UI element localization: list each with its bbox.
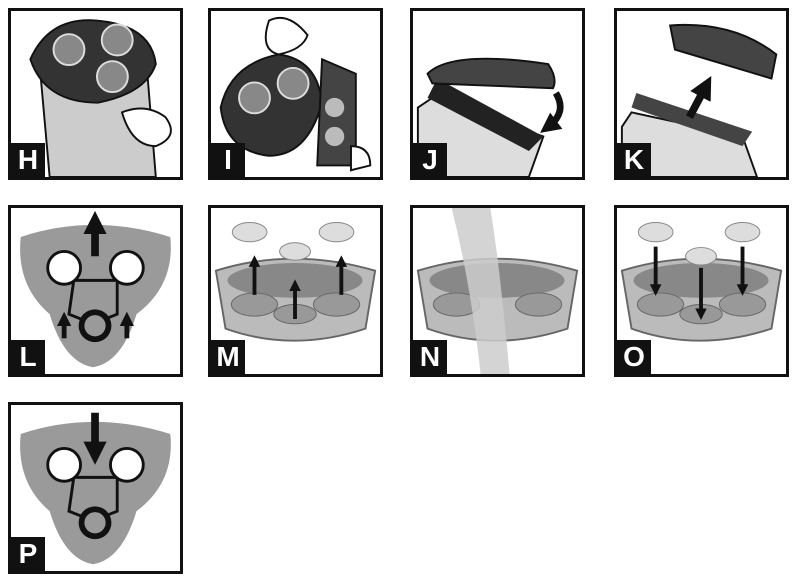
shaver-hold-icon [29, 19, 172, 177]
panel-i: I [208, 8, 383, 180]
cutters-insert-icon [620, 221, 783, 342]
step-label-l: L [11, 340, 45, 374]
head-lift-arrow-icon [620, 23, 778, 177]
panel-j: J [410, 8, 585, 180]
panel-l: L [8, 205, 183, 377]
panel-o: O [614, 205, 789, 377]
panel-m: M [208, 205, 383, 377]
head-close-arrow-icon [416, 57, 564, 177]
shaver-open-head-icon [219, 16, 372, 172]
step-label-o: O [617, 340, 651, 374]
panel-p: P [8, 402, 183, 574]
step-label-h: H [11, 143, 45, 177]
head-frame-insert-icon [20, 412, 171, 565]
panel-h: H [8, 8, 183, 180]
step-label-j: J [413, 143, 447, 177]
cutters-remove-icon [214, 221, 377, 342]
step-label-i: I [211, 143, 245, 177]
panel-k: K [614, 8, 789, 180]
step-label-m: M [211, 340, 245, 374]
step-label-n: N [413, 340, 447, 374]
head-frame-remove-icon [20, 210, 171, 368]
step-label-k: K [617, 143, 651, 177]
rinse-water-icon [416, 208, 579, 374]
step-label-p: P [11, 537, 45, 571]
panel-n: N [410, 205, 585, 377]
